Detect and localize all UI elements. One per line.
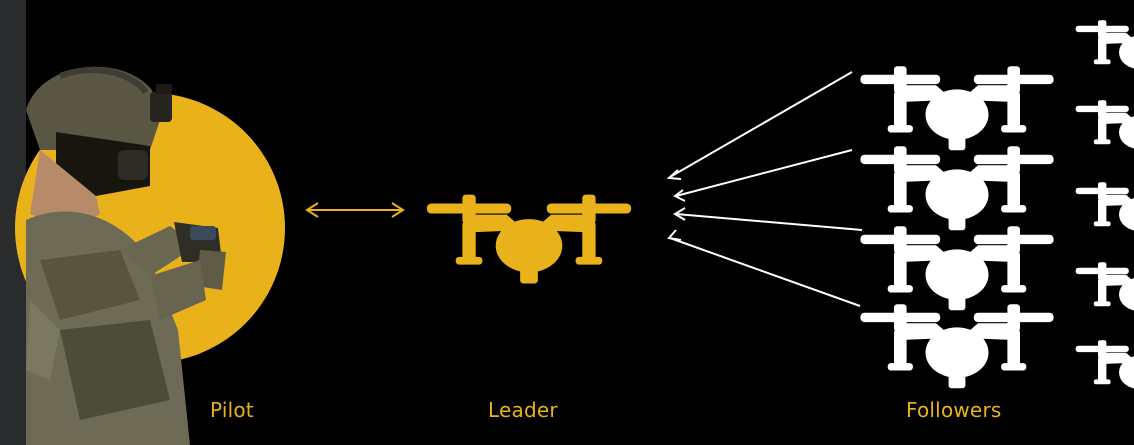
command-arrow	[670, 238, 860, 306]
follower-drone-icon	[1076, 100, 1134, 156]
command-arrow	[676, 214, 862, 230]
command-arrow	[670, 72, 852, 177]
follower-drone-icon	[860, 66, 1053, 150]
bidirectional-arrow	[307, 203, 403, 217]
followers-back-column	[1076, 20, 1134, 396]
follower-drone-icon	[1076, 340, 1134, 396]
follower-drone-icon	[860, 226, 1053, 310]
leader-drone-icon	[427, 195, 631, 284]
command-arrow	[676, 150, 852, 196]
follower-drone-icon	[860, 146, 1053, 230]
follower-drone-icon	[1076, 182, 1134, 238]
pilot-label: Pilot	[210, 398, 254, 422]
follower-drone-icon	[1076, 262, 1134, 318]
followers-label: Followers	[906, 398, 1001, 422]
followers-front-column	[860, 66, 1053, 388]
pilot-graphic	[15, 67, 285, 445]
follower-drone-icon	[860, 304, 1053, 388]
leader-label: Leader	[488, 398, 558, 422]
follower-drone-icon	[1076, 20, 1134, 76]
command-arrows	[669, 72, 862, 306]
